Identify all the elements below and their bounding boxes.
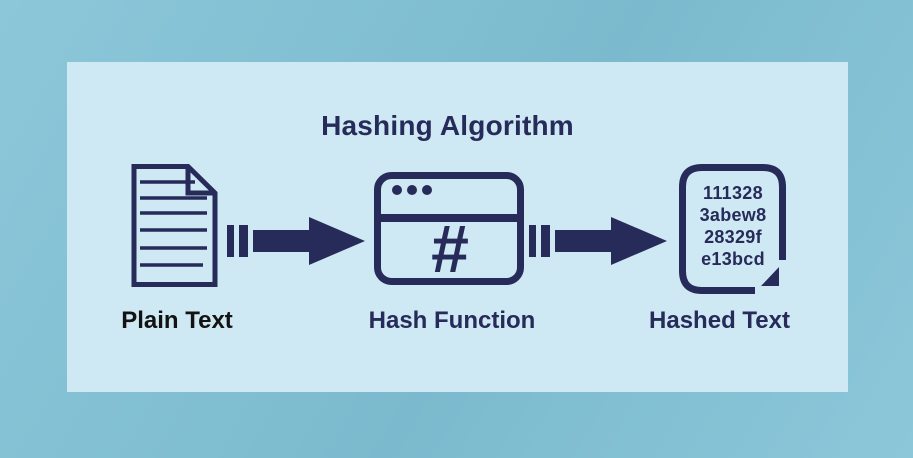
hash-symbol: #	[430, 211, 468, 287]
hash-function-browser-icon: #	[374, 172, 524, 285]
hash-output-text: 111328 3abew8 28329f e13bcd	[677, 182, 789, 270]
hash-line: 3abew8	[699, 205, 767, 225]
plain-text-document-icon	[127, 162, 222, 289]
arrow-hash-function-to-hashed-icon	[529, 213, 669, 269]
hash-line: e13bcd	[701, 249, 765, 269]
hash-function-label: Hash Function	[368, 307, 536, 334]
hashed-text-label: Hashed Text	[649, 307, 790, 334]
diagram-title: Hashing Algorithm	[321, 110, 574, 141]
hash-line: 111328	[703, 183, 763, 203]
plain-text-label: Plain Text	[121, 307, 233, 334]
arrow-plain-to-hash-function-icon	[227, 213, 367, 269]
hash-line: 28329f	[704, 227, 762, 247]
hashed-text-document-icon: 111328 3abew8 28329f e13bcd	[677, 164, 789, 294]
diagram-panel: Hashing Algorithm	[67, 62, 848, 392]
